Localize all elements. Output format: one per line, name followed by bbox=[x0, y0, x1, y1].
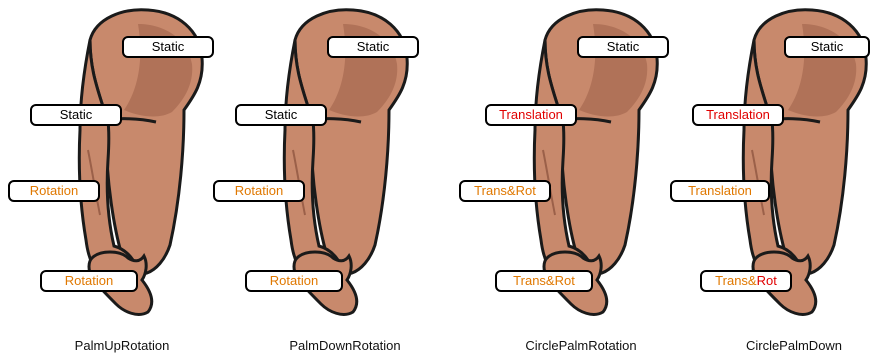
shoulder-label: Static bbox=[327, 36, 419, 58]
arm-panel-4: Static Translation Translation Trans&Rot bbox=[664, 0, 874, 356]
panel-caption-3: CirclePalmRotation bbox=[525, 338, 636, 353]
panel-caption-1: PalmUpRotation bbox=[75, 338, 170, 353]
wrist-label-part-rot: Rot bbox=[757, 273, 777, 288]
forearm-label: Translation bbox=[670, 180, 770, 202]
shoulder-label: Static bbox=[784, 36, 870, 58]
panel-caption-2: PalmDownRotation bbox=[289, 338, 400, 353]
arm-panel-1: Static Static Rotation Rotation bbox=[0, 0, 210, 356]
wrist-label: Trans&Rot bbox=[495, 270, 593, 292]
wrist-label: Rotation bbox=[40, 270, 138, 292]
shoulder-label: Static bbox=[577, 36, 669, 58]
wrist-label-part-trans: Trans& bbox=[715, 273, 756, 288]
forearm-label: Rotation bbox=[213, 180, 305, 202]
arm-panel-2: Static Static Rotation Rotation bbox=[205, 0, 415, 356]
forearm-label: Rotation bbox=[8, 180, 100, 202]
wrist-label: Rotation bbox=[245, 270, 343, 292]
elbow-label: Static bbox=[235, 104, 327, 126]
forearm-label: Trans&Rot bbox=[459, 180, 551, 202]
shoulder-label: Static bbox=[122, 36, 214, 58]
arm-panel-3: Static Translation Trans&Rot Trans&Rot bbox=[455, 0, 665, 356]
elbow-label: Static bbox=[30, 104, 122, 126]
elbow-label: Translation bbox=[485, 104, 577, 126]
wrist-label: Trans&Rot bbox=[700, 270, 792, 292]
panel-caption-4: CirclePalmDown bbox=[746, 338, 842, 353]
elbow-label: Translation bbox=[692, 104, 784, 126]
